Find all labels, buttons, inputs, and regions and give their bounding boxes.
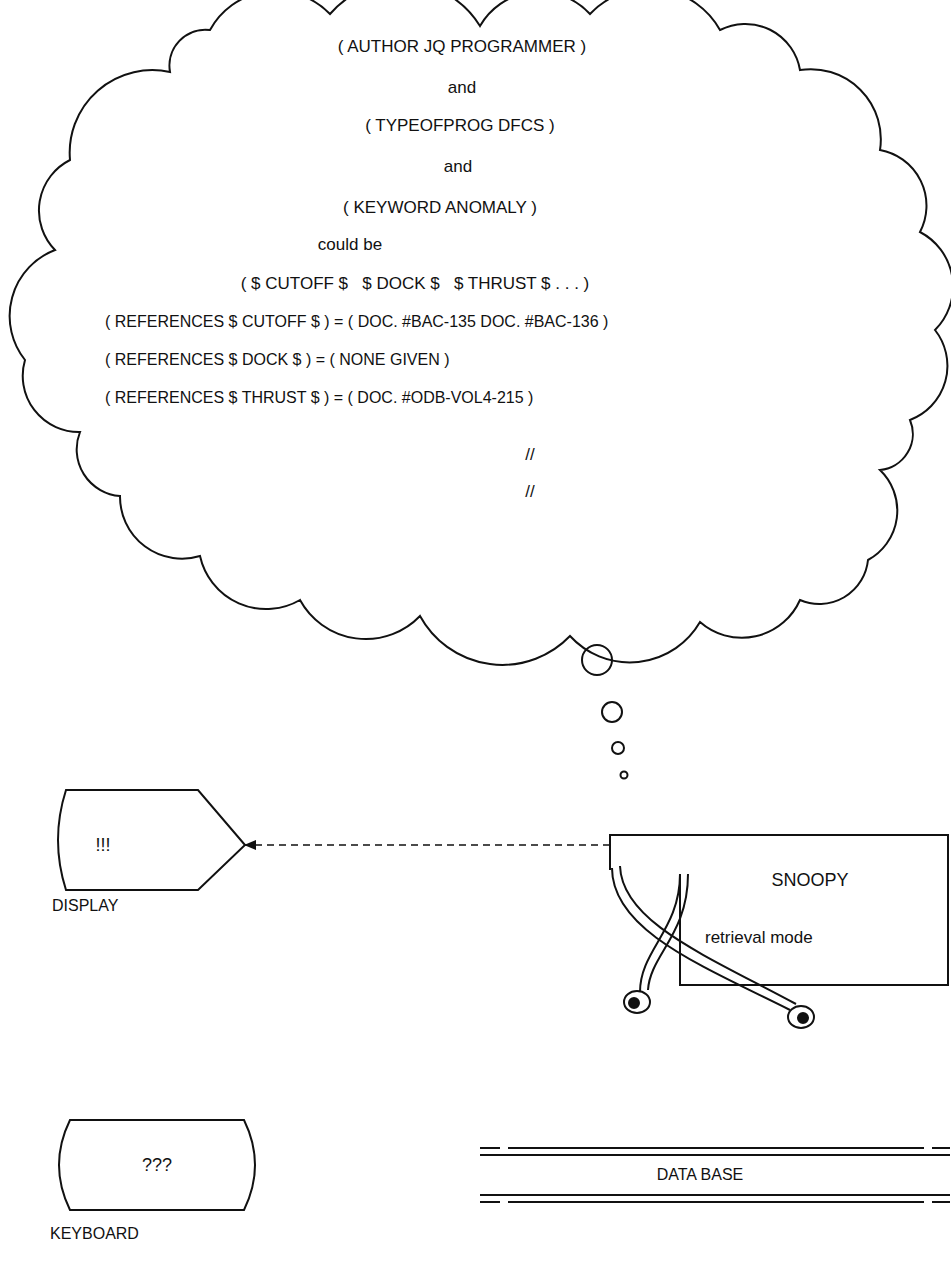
outline-path: [480, 1201, 950, 1203]
connective: and: [448, 78, 476, 98]
device-label: KEYBOARD: [50, 1225, 139, 1243]
device-label: DISPLAY: [52, 897, 118, 915]
continuation-mark: //: [525, 445, 534, 465]
reference-line: ( REFERENCES $ DOCK $ ) = ( NONE GIVEN ): [105, 351, 450, 369]
reference-line: ( REFERENCES $ CUTOFF $ ) = ( DOC. #BAC-…: [105, 313, 608, 331]
process-box: SNOOPY retrieval mode: [610, 835, 948, 985]
display-device: !!! DISPLAY: [48, 790, 245, 918]
dashed-arrow: [245, 844, 610, 846]
thought-cloud: ( AUTHOR JQ PROGRAMMER ) and ( TYPEOFPROG …: [0, 0, 951, 640]
database-band: DATA BASE: [480, 1145, 950, 1205]
keyboard-input: ???: [142, 1155, 172, 1176]
outline-path: [610, 835, 948, 985]
query-term: ( KEYWORD ANOMALY ): [343, 198, 537, 218]
reference-line: ( REFERENCES $ THRUST $ ) = ( DOC. #ODB-…: [105, 389, 533, 407]
connective: and: [444, 157, 472, 177]
node-outline: [610, 835, 948, 985]
connective: could be: [318, 235, 382, 255]
outline-path: [480, 1154, 950, 1156]
pupil: [629, 998, 639, 1008]
synonym-list: ( $ CUTOFF $ $ DOCK $ $ THRUST $ . . . ): [241, 274, 590, 294]
eyes: [624, 991, 814, 1028]
thought-bubbles: [582, 645, 628, 779]
outline-path: [480, 1194, 950, 1196]
continuation-mark: //: [525, 482, 534, 502]
query-term: ( AUTHOR JQ PROGRAMMER ): [338, 37, 586, 57]
pupil: [798, 1013, 808, 1023]
store-label: DATA BASE: [657, 1166, 744, 1184]
outline-path: [10, 0, 951, 665]
eye: [624, 991, 650, 1013]
eye: [788, 1006, 814, 1028]
display-output: !!!: [95, 835, 110, 856]
thought-bubble: [612, 742, 624, 754]
thought-bubble: [602, 702, 622, 722]
outline-path: [59, 1120, 255, 1210]
mode-label: retrieval mode: [705, 928, 813, 948]
outline-path: [480, 1147, 950, 1149]
eye-stalk: [648, 874, 688, 990]
thought-bubble: [621, 772, 628, 779]
query-term: ( TYPEOFPROG DFCS ): [365, 116, 555, 136]
keyboard-device: ??? KEYBOARD: [48, 1120, 266, 1246]
program-name: SNOOPY: [771, 870, 848, 891]
outline-path: [58, 790, 245, 890]
